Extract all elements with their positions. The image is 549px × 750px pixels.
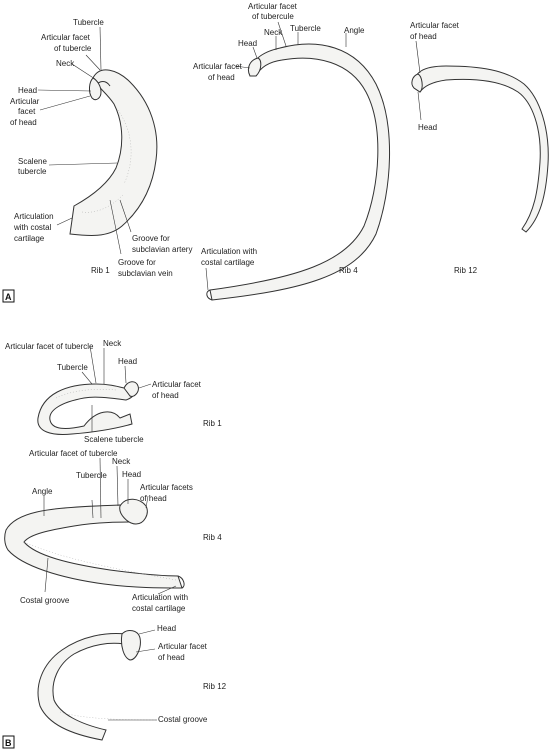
panel-a-rib-4-costal-label-2: costal cartilage — [201, 258, 255, 267]
panel-a-rib-1-costal-label-2: with costal — [13, 223, 52, 232]
panel-a-rib-4-facet-tubercle-label: Articular facet — [248, 2, 298, 11]
panel-b-rib-12-facet-head-label-2: of head — [158, 653, 185, 662]
panel-b-rib-12-facet-head-label: Articular facet — [158, 642, 208, 651]
panel-a-rib-4-neck-label: Neck — [264, 28, 283, 37]
panel-a-rib-1-caption: Rib 1 — [91, 266, 110, 275]
panel-a-rib-4: Articular facet of tubercule Head Neck T… — [193, 2, 391, 301]
panel-a-rib-4-head — [247, 57, 262, 77]
panel-a-rib-1-costal-label: Articulation — [14, 212, 54, 221]
panel-b-rib-1-caption: Rib 1 — [203, 419, 222, 428]
panel-b: Articular facet of tubercle Neck Tubercl… — [2, 339, 227, 749]
panel-b-rib-1-head-label: Head — [118, 357, 137, 366]
panel-b-rib-4-costal-label-2: costal cartilage — [132, 604, 186, 613]
panel-a: Tubercle Articular facet of tubercle Nec… — [2, 2, 549, 303]
panel-b-rib-1-facet-head-label-2: of head — [152, 391, 179, 400]
panel-a-rib-4-tubercle-label: Tubercle — [290, 24, 321, 33]
panel-a-rib-4-costal-label: Articulation with — [201, 247, 257, 256]
panel-a-rib-1-scalene-label: Scalene — [18, 157, 47, 166]
panel-a-rib-1-neck-label: Neck — [56, 59, 75, 68]
panel-a-rib-12-facet-head-label-2: of head — [410, 32, 437, 41]
panel-a-rib-12-bone — [413, 65, 549, 233]
panel-a-rib-1-head — [89, 77, 102, 101]
panel-b-rib-12-bone — [37, 633, 127, 741]
panel-a-rib-1-vein-label-2: subclavian vein — [118, 269, 173, 278]
panel-b-rib-1-facet-tubercle-label: Articular facet of tubercle — [5, 342, 94, 351]
panel-a-rib-1-facet-tubercle-label: Articular facet — [41, 33, 91, 42]
panel-a-letter: A — [5, 292, 12, 302]
panel-a-rib-1-tubercle-label: Tubercle — [73, 18, 104, 27]
panel-a-rib-12-head-label: Head — [418, 123, 437, 132]
panel-a-rib-1-bone — [69, 69, 158, 237]
panel-b-rib-12-head-label: Head — [157, 624, 176, 633]
panel-a-rib-4-facet-head-label: Articular facet — [193, 62, 243, 71]
panel-a-rib-1-facet-head-label-3: of head — [10, 118, 37, 127]
panel-a-letter-box: A — [2, 289, 15, 303]
panel-a-rib-4-angle-label: Angle — [344, 26, 365, 35]
panel-a-rib-4-facet-tubercle-label-2: of tubercule — [252, 12, 294, 21]
panel-b-rib-4-tubercle-label: Tubercle — [76, 471, 107, 480]
panel-b-rib-4-facets-head-label-2: of head — [140, 494, 167, 503]
panel-b-rib-12: Head Articular facet of head Costal groo… — [37, 624, 227, 741]
panel-b-rib-4-facet-tubercle-label: Articular facet of tubercle — [29, 449, 118, 458]
panel-b-rib-4: Articular facet of tubercle Neck Angle T… — [4, 449, 222, 613]
panel-a-rib-1: Tubercle Articular facet of tubercle Nec… — [10, 18, 192, 278]
panel-a-rib-1-costal-label-3: cartilage — [14, 234, 45, 243]
panel-b-rib-4-facets-head-label: Articular facets — [140, 483, 193, 492]
panel-a-rib-1-facet-head-label-2: facet — [18, 107, 36, 116]
panel-a-rib-1-facet-tubercle-label-2: of tubercle — [54, 44, 92, 53]
panel-b-rib-4-neck-label: Neck — [112, 457, 131, 466]
panel-b-rib-4-bone — [4, 504, 183, 589]
panel-a-rib-12-facet-head-label: Articular facet — [410, 21, 460, 30]
panel-b-rib-4-caption: Rib 4 — [203, 533, 222, 542]
panel-b-rib-4-head — [119, 498, 148, 525]
panel-a-rib-1-vein-label: Groove for — [118, 258, 156, 267]
panel-a-rib-1-head-label: Head — [18, 86, 37, 95]
panel-b-rib-12-head — [121, 630, 141, 661]
panel-a-rib-12-head — [411, 73, 423, 93]
panel-b-letter: B — [5, 738, 12, 748]
panel-a-rib-1-artery-label: Groove for — [132, 234, 170, 243]
panel-b-rib-4-costal-label: Articulation with — [132, 593, 188, 602]
panel-a-rib-1-facet-head-label: Articular — [10, 97, 40, 106]
panel-b-rib-4-costal-groove-label: Costal groove — [20, 596, 70, 605]
panel-b-rib-1-scalene-label: Scalene tubercle — [84, 435, 144, 444]
panel-b-rib-12-caption: Rib 12 — [203, 682, 227, 691]
panel-a-rib-1-artery-label-2: subclavian artery — [132, 245, 192, 254]
panel-a-rib-4-head-label: Head — [238, 39, 257, 48]
panel-b-rib-1-head — [123, 381, 139, 397]
panel-a-rib-12-caption: Rib 12 — [454, 266, 478, 275]
panel-b-rib-1-neck-label: Neck — [103, 339, 122, 348]
panel-b-letter-box: B — [2, 735, 15, 749]
panel-b-rib-4-angle-label: Angle — [32, 487, 53, 496]
panel-a-rib-4-facet-head-label-2: of head — [208, 73, 235, 82]
panel-b-rib-12-costal-groove-label: Costal groove — [158, 715, 208, 724]
panel-b-rib-1-facet-head-label: Articular facet — [152, 380, 202, 389]
panel-a-rib-12: Articular facet of head Head Rib 12 — [410, 21, 549, 275]
panel-b-rib-1-bone — [37, 383, 135, 435]
panel-a-rib-1-scalene-label-2: tubercle — [18, 167, 47, 176]
panel-a-rib-4-caption: Rib 4 — [339, 266, 358, 275]
panel-b-rib-1: Articular facet of tubercle Neck Tubercl… — [5, 339, 222, 444]
panel-b-rib-4-head-label: Head — [122, 470, 141, 479]
panel-b-rib-1-tubercle-label: Tubercle — [57, 363, 88, 372]
